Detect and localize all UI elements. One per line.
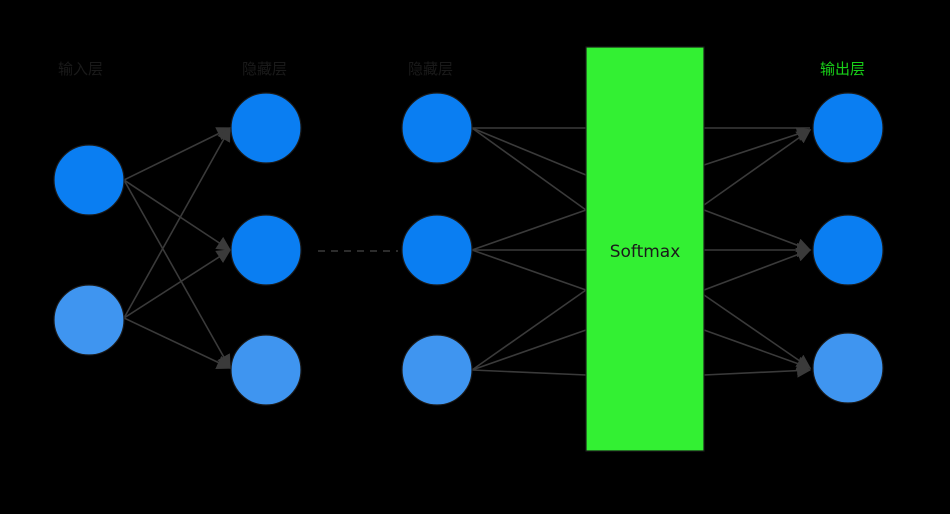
hidden1-node-1 (230, 92, 302, 164)
output-node-2 (812, 214, 884, 286)
edge-s-o2-a (703, 209, 812, 253)
edge-s-o3-c (703, 363, 812, 378)
hidden-to-softmax-edges (471, 127, 587, 376)
edge-s-o3-b (703, 329, 812, 371)
hidden-layer-1-label: 隐藏层 (242, 60, 288, 78)
output-node-3 (812, 332, 884, 404)
edge-s-o1-b (703, 127, 812, 166)
hiddenN-node-2 (401, 214, 473, 286)
hidden-layer-n-label: 隐藏层 (408, 60, 454, 78)
edge-s-o2-c (703, 247, 812, 291)
edge-hn2-s-up (471, 209, 587, 251)
edge-in1-h2 (123, 179, 232, 251)
hidden1-node-3 (230, 334, 302, 406)
hidden1-node-2 (230, 214, 302, 286)
input-node-1 (53, 144, 125, 216)
edge-in2-h1 (123, 126, 231, 319)
input-layer-label: 输入层 (58, 60, 104, 78)
edge-in1-h3 (123, 179, 231, 370)
edge-s-o3-a (703, 294, 812, 369)
edge-in2-h3 (123, 317, 232, 369)
output-node-1 (812, 92, 884, 164)
edge-in2-h2 (123, 249, 232, 319)
edge-hn1-s-mid (471, 127, 587, 176)
softmax-label: Softmax (610, 242, 681, 262)
edge-hn3-s-up (471, 289, 587, 371)
hiddenN-node-3 (401, 334, 473, 406)
edge-hn2-s-down (471, 249, 587, 291)
softmax-block (585, 46, 705, 452)
softmax-to-output-edges (703, 127, 812, 378)
hiddenN-node-1 (401, 92, 473, 164)
edge-hn1-s-low (471, 127, 587, 211)
edge-hn3-s-mid (471, 329, 587, 371)
edge-s-o1-c (703, 129, 812, 206)
input-to-hidden-edges (123, 126, 232, 370)
edge-hn3-s-low (471, 369, 587, 376)
input-node-2 (53, 284, 125, 356)
edge-in1-h1 (123, 127, 232, 181)
output-layer-label: 输出层 (820, 60, 866, 78)
